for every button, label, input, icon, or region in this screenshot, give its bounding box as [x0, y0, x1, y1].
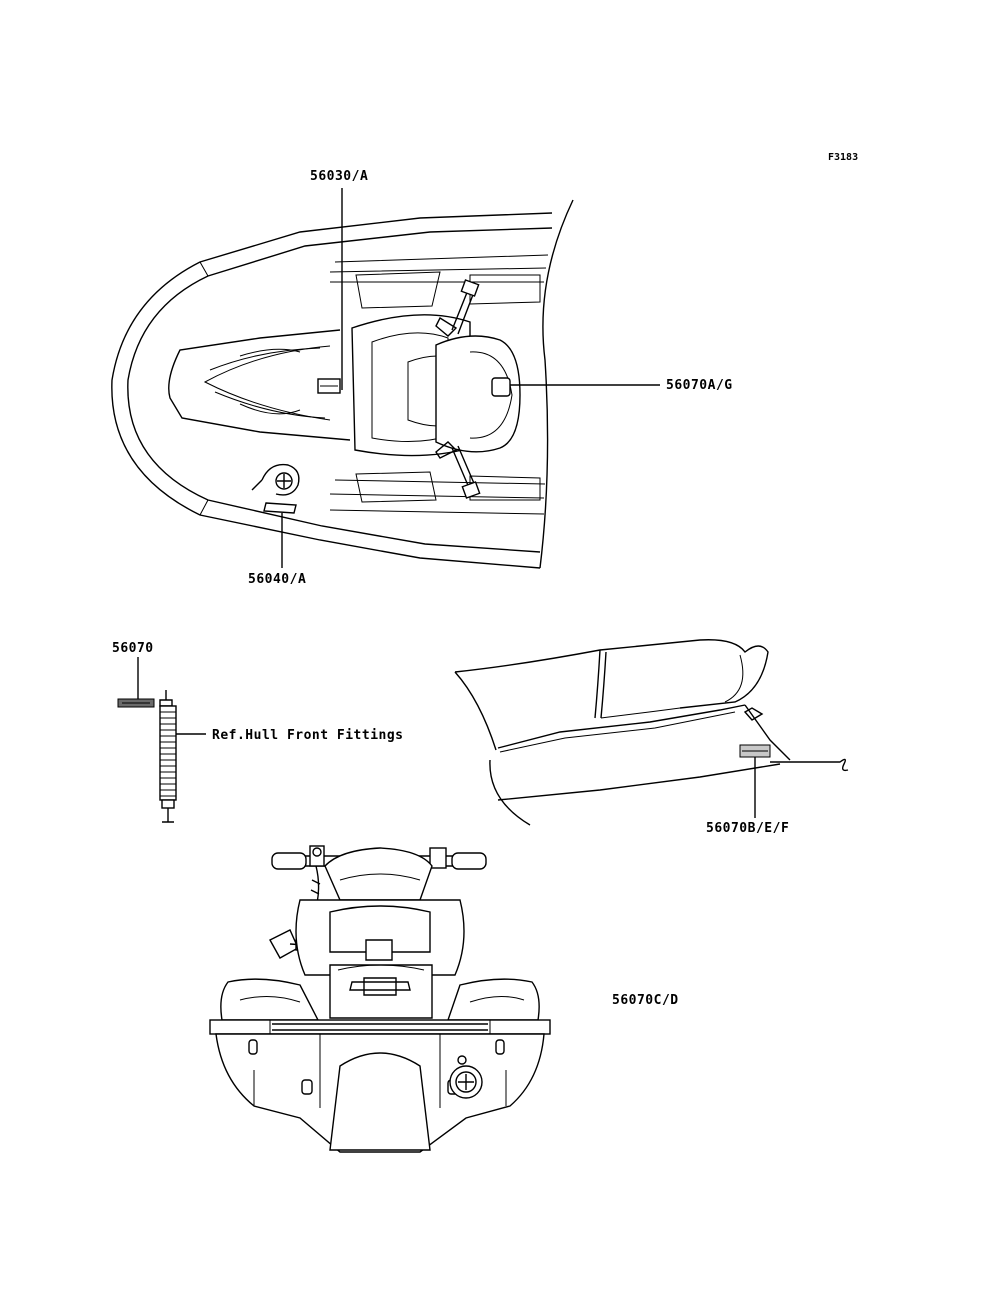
callout-ref-hull: Ref.Hull Front Fittings — [212, 728, 404, 743]
top-view-deck — [111, 199, 574, 569]
callout-56040a: 56040/A — [248, 572, 306, 587]
callout-56070bef: 56070B/E/F — [706, 821, 789, 836]
figure-code: F3183 — [828, 152, 858, 163]
callout-56070: 56070 — [112, 641, 154, 656]
side-view-hull — [454, 639, 849, 826]
callout-56070ag: 56070A/G — [666, 378, 733, 393]
rear-view-hull — [209, 845, 551, 1153]
spring-fitting — [117, 690, 177, 823]
callout-56030a: 56030/A — [310, 169, 368, 184]
fuel-cap-icon — [251, 463, 300, 496]
callout-56070cd: 56070C/D — [612, 993, 679, 1008]
